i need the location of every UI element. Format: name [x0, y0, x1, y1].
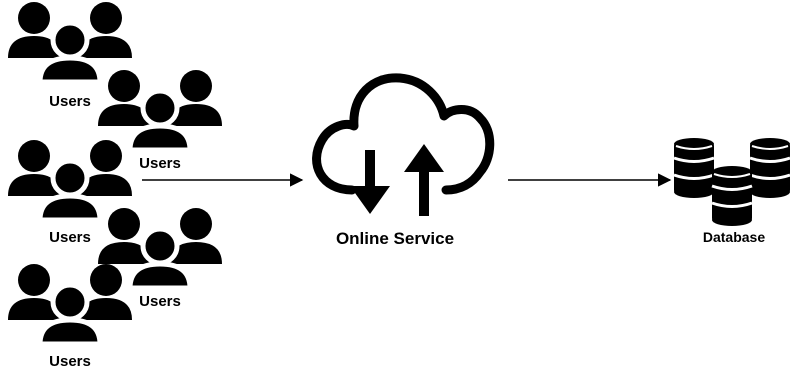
database-node: Database — [672, 136, 790, 245]
user-group-1: Users — [8, 2, 132, 110]
user-group-4: Users — [98, 208, 222, 310]
service-label: Online Service — [336, 229, 454, 248]
user-group-label: Users — [49, 353, 91, 370]
user-group-label: Users — [49, 229, 91, 246]
people-group-icon — [98, 70, 222, 150]
user-group-5: Users — [8, 264, 132, 370]
online-service-node: Online Service — [312, 73, 495, 248]
user-group-label: Users — [49, 93, 91, 110]
user-group-3: Users — [8, 140, 132, 246]
user-group-2: Users — [98, 70, 222, 172]
user-group-label: Users — [139, 155, 181, 172]
people-group-icon — [8, 140, 132, 220]
people-group-icon — [8, 2, 132, 82]
user-group-label: Users — [139, 293, 181, 310]
people-group-icon — [8, 264, 132, 344]
database-stack-icon — [672, 136, 790, 228]
database-label: Database — [703, 229, 765, 245]
cloud-upload-download-icon — [312, 73, 495, 216]
